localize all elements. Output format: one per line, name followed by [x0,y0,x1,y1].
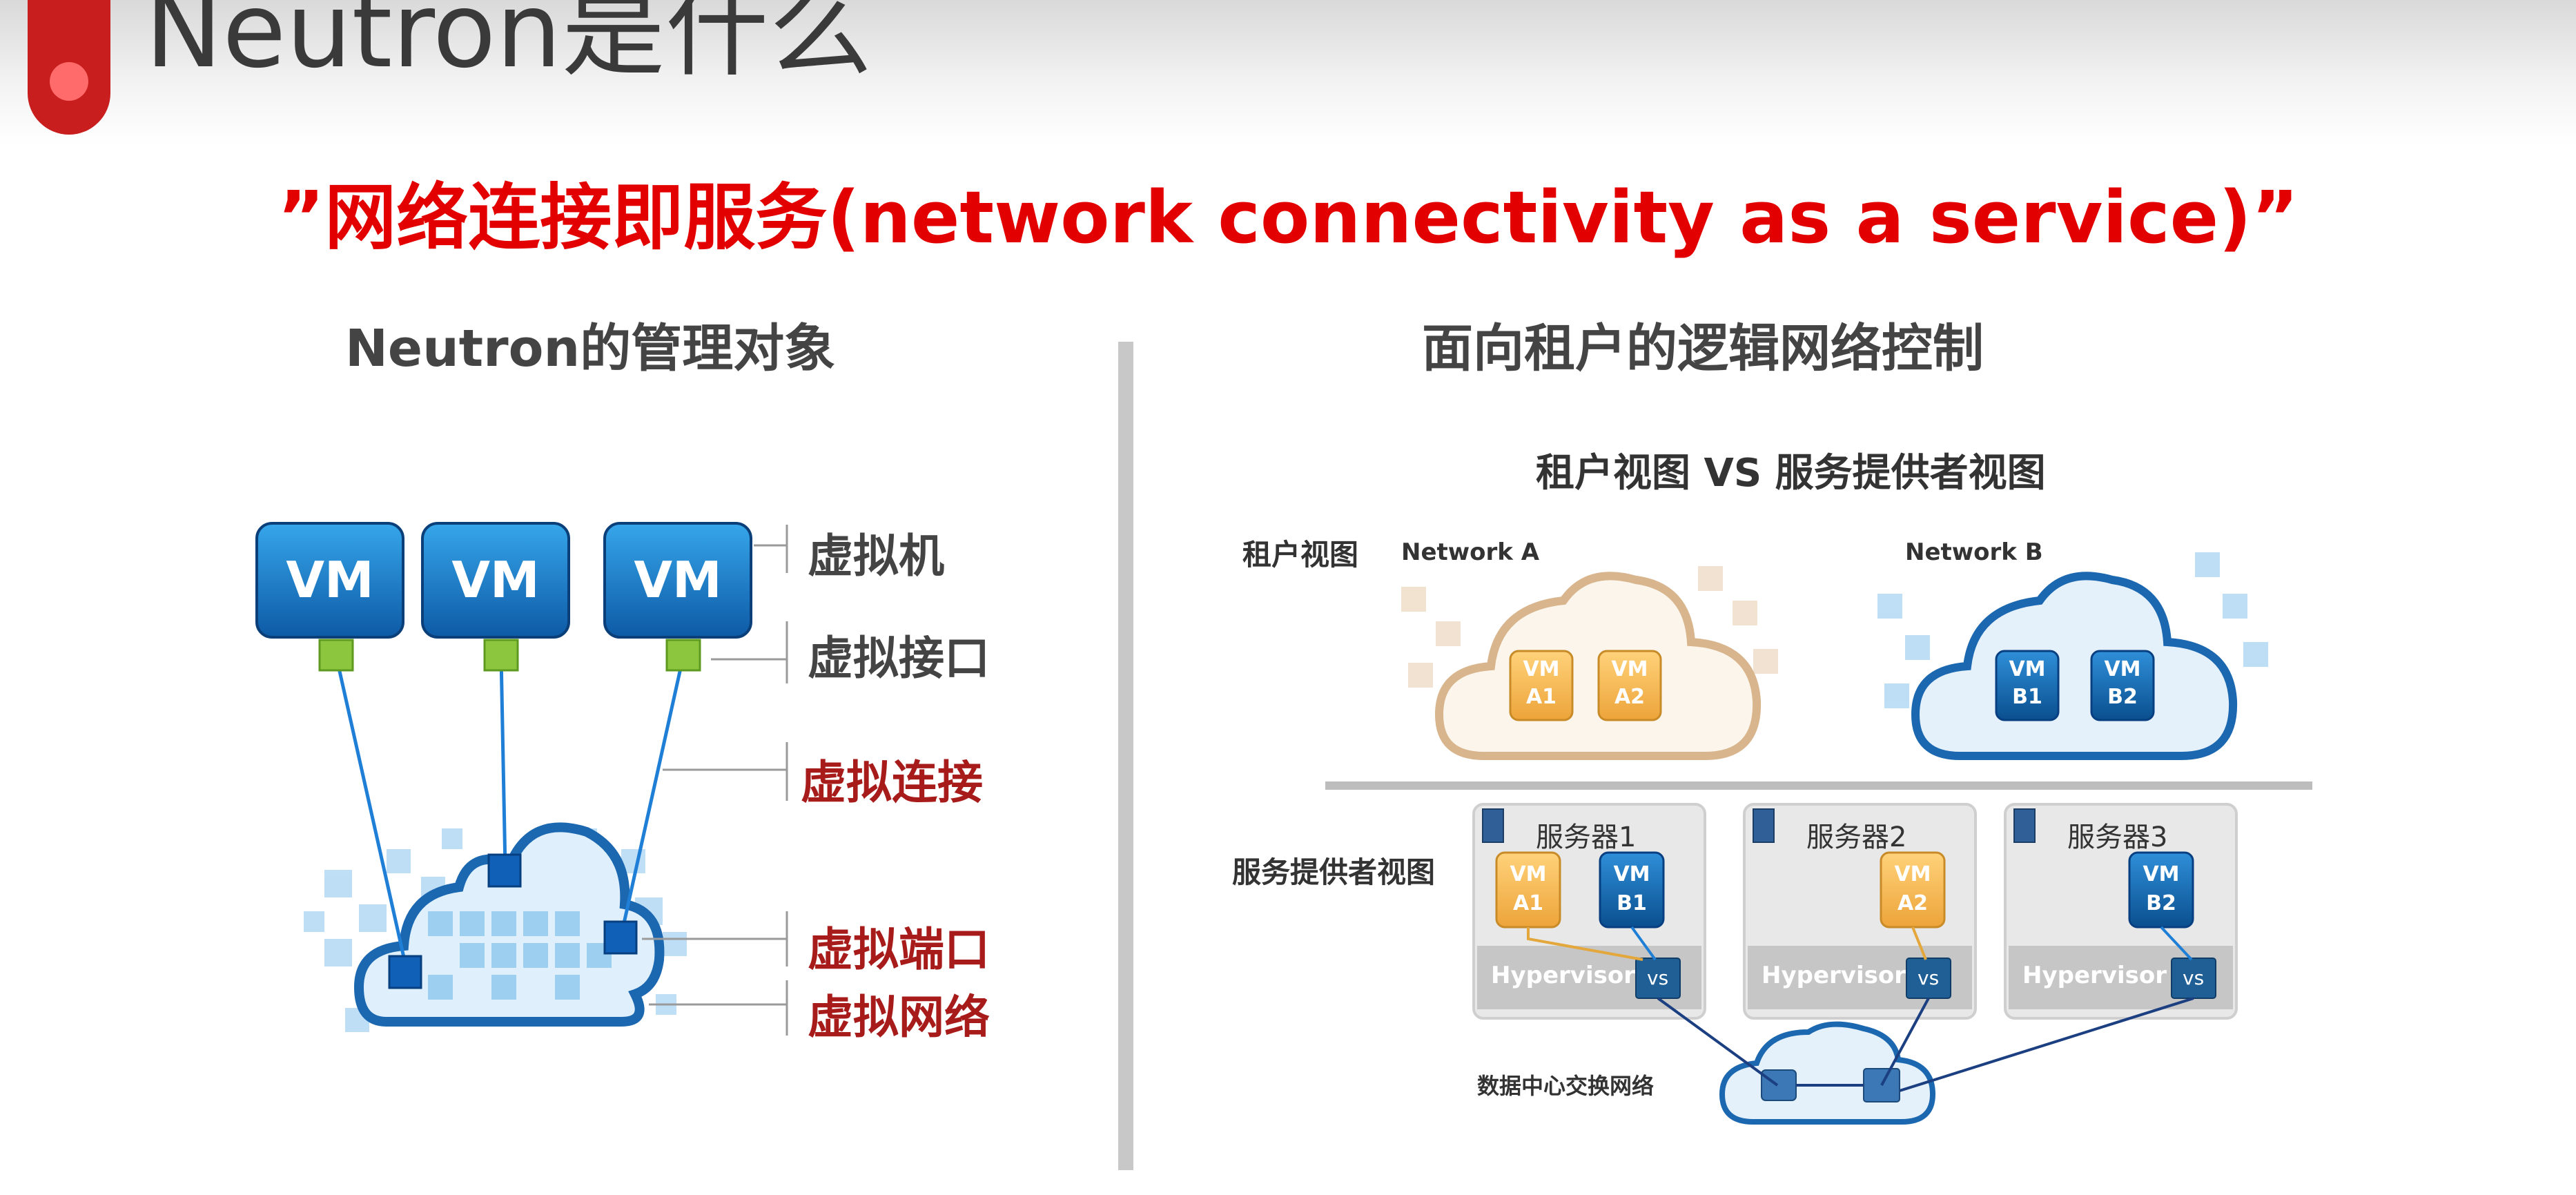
vs-label-2: vs [1918,966,1940,989]
server-2-label: 服务器2 [1806,822,1907,853]
section-divider [1118,342,1133,1170]
tenant-vm-a2 [1597,650,1662,721]
logo-icon [28,0,110,135]
hypervisor-label-1: Hypervisor [1491,962,1635,989]
network-b-cloud [1911,572,2238,760]
page-title: Neutron是什么 [145,0,872,91]
vs-label-3: vs [2183,966,2205,989]
tagline: ”网络连接即服务(network connectivity as a servi… [277,175,2299,260]
label-virtual-port: 虚拟端口 [808,923,990,976]
tenant-vm-a1 [1509,650,1574,721]
vm-box-1: VM [255,522,404,639]
right-heading: 面向租户的逻辑网络控制 [1422,319,1984,378]
right-subtitle: 租户视图 VS 服务提供者视图 [1536,451,2046,496]
tenant-vm-b2-label: VM B2 [2104,657,2141,709]
header-bar [0,0,2576,145]
hypervisor-label-2: Hypervisor [1762,962,1906,989]
label-virtual-link: 虚拟连接 [801,756,983,809]
server-icons [1482,808,2036,843]
network-a-label: Network A [1401,538,1540,566]
tenant-vm-a2-label: VM A2 [1611,657,1648,709]
vm-vs-links [1527,926,2193,961]
server-3-label: 服务器3 [2067,822,2168,853]
server1-vm-a1-label: VM A1 [1510,862,1547,915]
left-heading: Neutron的管理对象 [345,319,836,378]
vm-box-3: VM [603,522,752,639]
provider-view-label: 服务提供者视图 [1232,855,1436,889]
tenant-view-label: 租户视图 [1242,538,1359,572]
vm-box-2-label: VM [451,551,539,609]
server3-vm-b2-label: VM B2 [2143,862,2180,915]
tenant-vm-a1-label: VM A1 [1523,657,1560,709]
virtual-ports [388,853,638,989]
vm-box-2: VM [421,522,570,639]
vswitches [1635,958,2216,999]
label-virtual-interface: 虚拟接口 [808,632,990,685]
dc-network-label: 数据中心交换网络 [1477,1073,1655,1099]
vm-box-3-label: VM [634,551,721,609]
virtual-links [334,655,685,967]
server2-vm-a2-label: VM A2 [1894,862,1931,915]
dc-links [1657,997,2194,1092]
server-1-label: 服务器1 [1536,822,1637,853]
tenant-vm-b1 [1995,650,2060,721]
vs-label-1: vs [1647,966,1669,989]
tenant-vm-b2 [2090,650,2155,721]
tenant-vm-b1-label: VM B1 [2009,657,2046,709]
server1-vm-b1-label: VM B1 [1613,862,1650,915]
network-b-label: Network B [1905,538,2043,566]
datacenter-cloud [1719,1021,1936,1125]
cloud-inner-grid [428,911,612,1000]
dc-switch-icons [1761,1068,1900,1102]
vm-box-1-label: VM [286,551,373,609]
label-virtual-machine: 虚拟机 [808,530,944,583]
virtual-interfaces [318,639,701,672]
label-leaders [642,525,788,1036]
hypervisor-label-3: Hypervisor [2022,962,2167,989]
cloud-mosaic-left [304,828,687,1032]
label-virtual-network: 虚拟网络 [808,991,990,1044]
